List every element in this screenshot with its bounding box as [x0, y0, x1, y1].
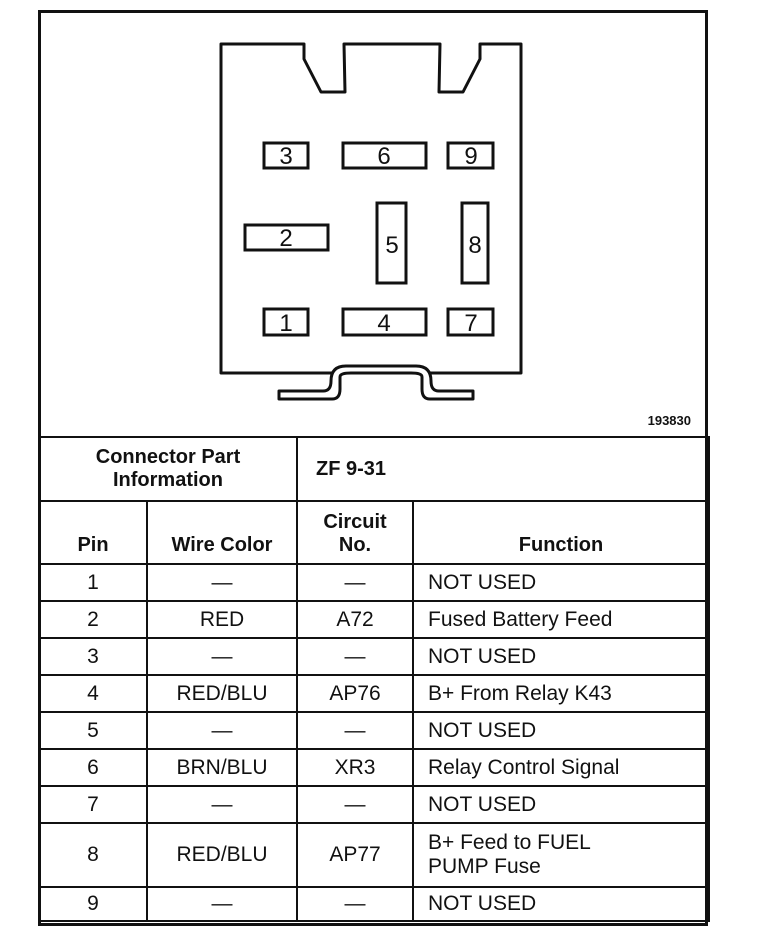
cell-pin: 7	[38, 785, 148, 824]
cell-wire-color: RED/BLU	[146, 674, 298, 713]
table-row: 1 — — NOT USED	[38, 563, 710, 602]
info-row: Connector Part Information ZF 9-31	[38, 436, 710, 502]
cell-circuit: XR3	[296, 748, 414, 787]
cell-pin: 9	[38, 886, 148, 922]
pin-cavity-5	[375, 201, 408, 285]
table-row: 5 — — NOT USED	[38, 711, 710, 750]
cell-wire-color: —	[146, 637, 298, 676]
pin-cavity-9	[446, 141, 495, 170]
cell-wire-color: RED/BLU	[146, 822, 298, 888]
connector-frame: 3 6 9 2 5 8 1 4 7 193830 Connector Part …	[38, 10, 710, 926]
cell-function: Fused Battery Feed	[412, 600, 710, 639]
pin-label-9: 9	[464, 143, 477, 170]
info-label-line1: Connector Part	[95, 446, 241, 468]
cell-circuit: AP77	[296, 822, 414, 888]
pin-label-8: 8	[468, 232, 481, 259]
cell-function: NOT USED	[412, 886, 710, 922]
connector-clip	[277, 364, 475, 401]
cell-function-line2: PUMP Fuse	[428, 855, 541, 878]
cell-circuit: —	[296, 886, 414, 922]
figure-id: 193830	[647, 413, 691, 428]
pin-cavity-1	[262, 307, 310, 337]
header-wire-color: Wire Color	[146, 500, 298, 565]
cell-pin: 5	[38, 711, 148, 750]
pin-label-7: 7	[464, 310, 477, 337]
table-row: 4 RED/BLU AP76 B+ From Relay K43	[38, 674, 710, 713]
pin-label-1: 1	[279, 310, 292, 337]
pin-cavity-2	[243, 223, 330, 252]
info-label: Connector Part Information	[38, 436, 298, 502]
cell-circuit: A72	[296, 600, 414, 639]
cell-function: Relay Control Signal	[412, 748, 710, 787]
cell-function: B+ From Relay K43	[412, 674, 710, 713]
header-circuit-line1: Circuit	[323, 511, 387, 533]
connector-table: Connector Part Information ZF 9-31 Pin W…	[38, 436, 710, 922]
cell-pin: 2	[38, 600, 148, 639]
cell-function: NOT USED	[412, 563, 710, 602]
connector-body	[219, 42, 523, 375]
cell-circuit: —	[296, 563, 414, 602]
table-row: 6 BRN/BLU XR3 Relay Control Signal	[38, 748, 710, 787]
table-row: 7 — — NOT USED	[38, 785, 710, 824]
cell-function-line1: B+ Feed to FUEL	[428, 831, 591, 854]
pin-label-4: 4	[377, 310, 390, 337]
header-function: Function	[412, 500, 710, 565]
pin-cavity-8	[460, 201, 490, 285]
cell-wire-color: —	[146, 886, 298, 922]
table-row: 2 RED A72 Fused Battery Feed	[38, 600, 710, 639]
cell-circuit: —	[296, 711, 414, 750]
pin-cavity-7	[446, 307, 495, 337]
cell-pin: 1	[38, 563, 148, 602]
pin-label-2: 2	[279, 225, 292, 252]
cell-wire-color: —	[146, 711, 298, 750]
pin-label-5: 5	[385, 232, 398, 259]
cell-wire-color: BRN/BLU	[146, 748, 298, 787]
pin-label-3: 3	[279, 143, 292, 170]
cell-circuit: AP76	[296, 674, 414, 713]
table-row: 9 — — NOT USED	[38, 886, 710, 922]
cell-function: B+ Feed to FUEL PUMP Fuse	[412, 822, 710, 888]
table-row: 8 RED/BLU AP77 B+ Feed to FUEL PUMP Fuse	[38, 822, 710, 888]
table-row: 3 — — NOT USED	[38, 637, 710, 676]
pin-cavity-4	[341, 307, 428, 337]
header-circuit: Circuit No.	[296, 500, 414, 565]
pin-cavity-6	[341, 141, 428, 170]
cell-pin: 3	[38, 637, 148, 676]
header-pin: Pin	[38, 500, 148, 565]
cell-circuit: —	[296, 637, 414, 676]
cell-pin: 8	[38, 822, 148, 888]
info-value: ZF 9-31	[296, 436, 710, 502]
info-label-line2: Information	[113, 469, 223, 491]
cell-wire-color: —	[146, 785, 298, 824]
cell-wire-color: —	[146, 563, 298, 602]
pin-cavity-3	[262, 141, 310, 170]
cell-pin: 6	[38, 748, 148, 787]
cell-function: NOT USED	[412, 637, 710, 676]
cell-wire-color: RED	[146, 600, 298, 639]
cell-pin: 4	[38, 674, 148, 713]
connector-diagram: 3 6 9 2 5 8 1 4 7	[219, 42, 523, 401]
cell-function: NOT USED	[412, 785, 710, 824]
header-row: Pin Wire Color Circuit No. Function	[38, 500, 710, 565]
header-circuit-line2: No.	[338, 534, 372, 556]
cell-circuit: —	[296, 785, 414, 824]
pin-label-6: 6	[377, 143, 390, 170]
cell-function: NOT USED	[412, 711, 710, 750]
